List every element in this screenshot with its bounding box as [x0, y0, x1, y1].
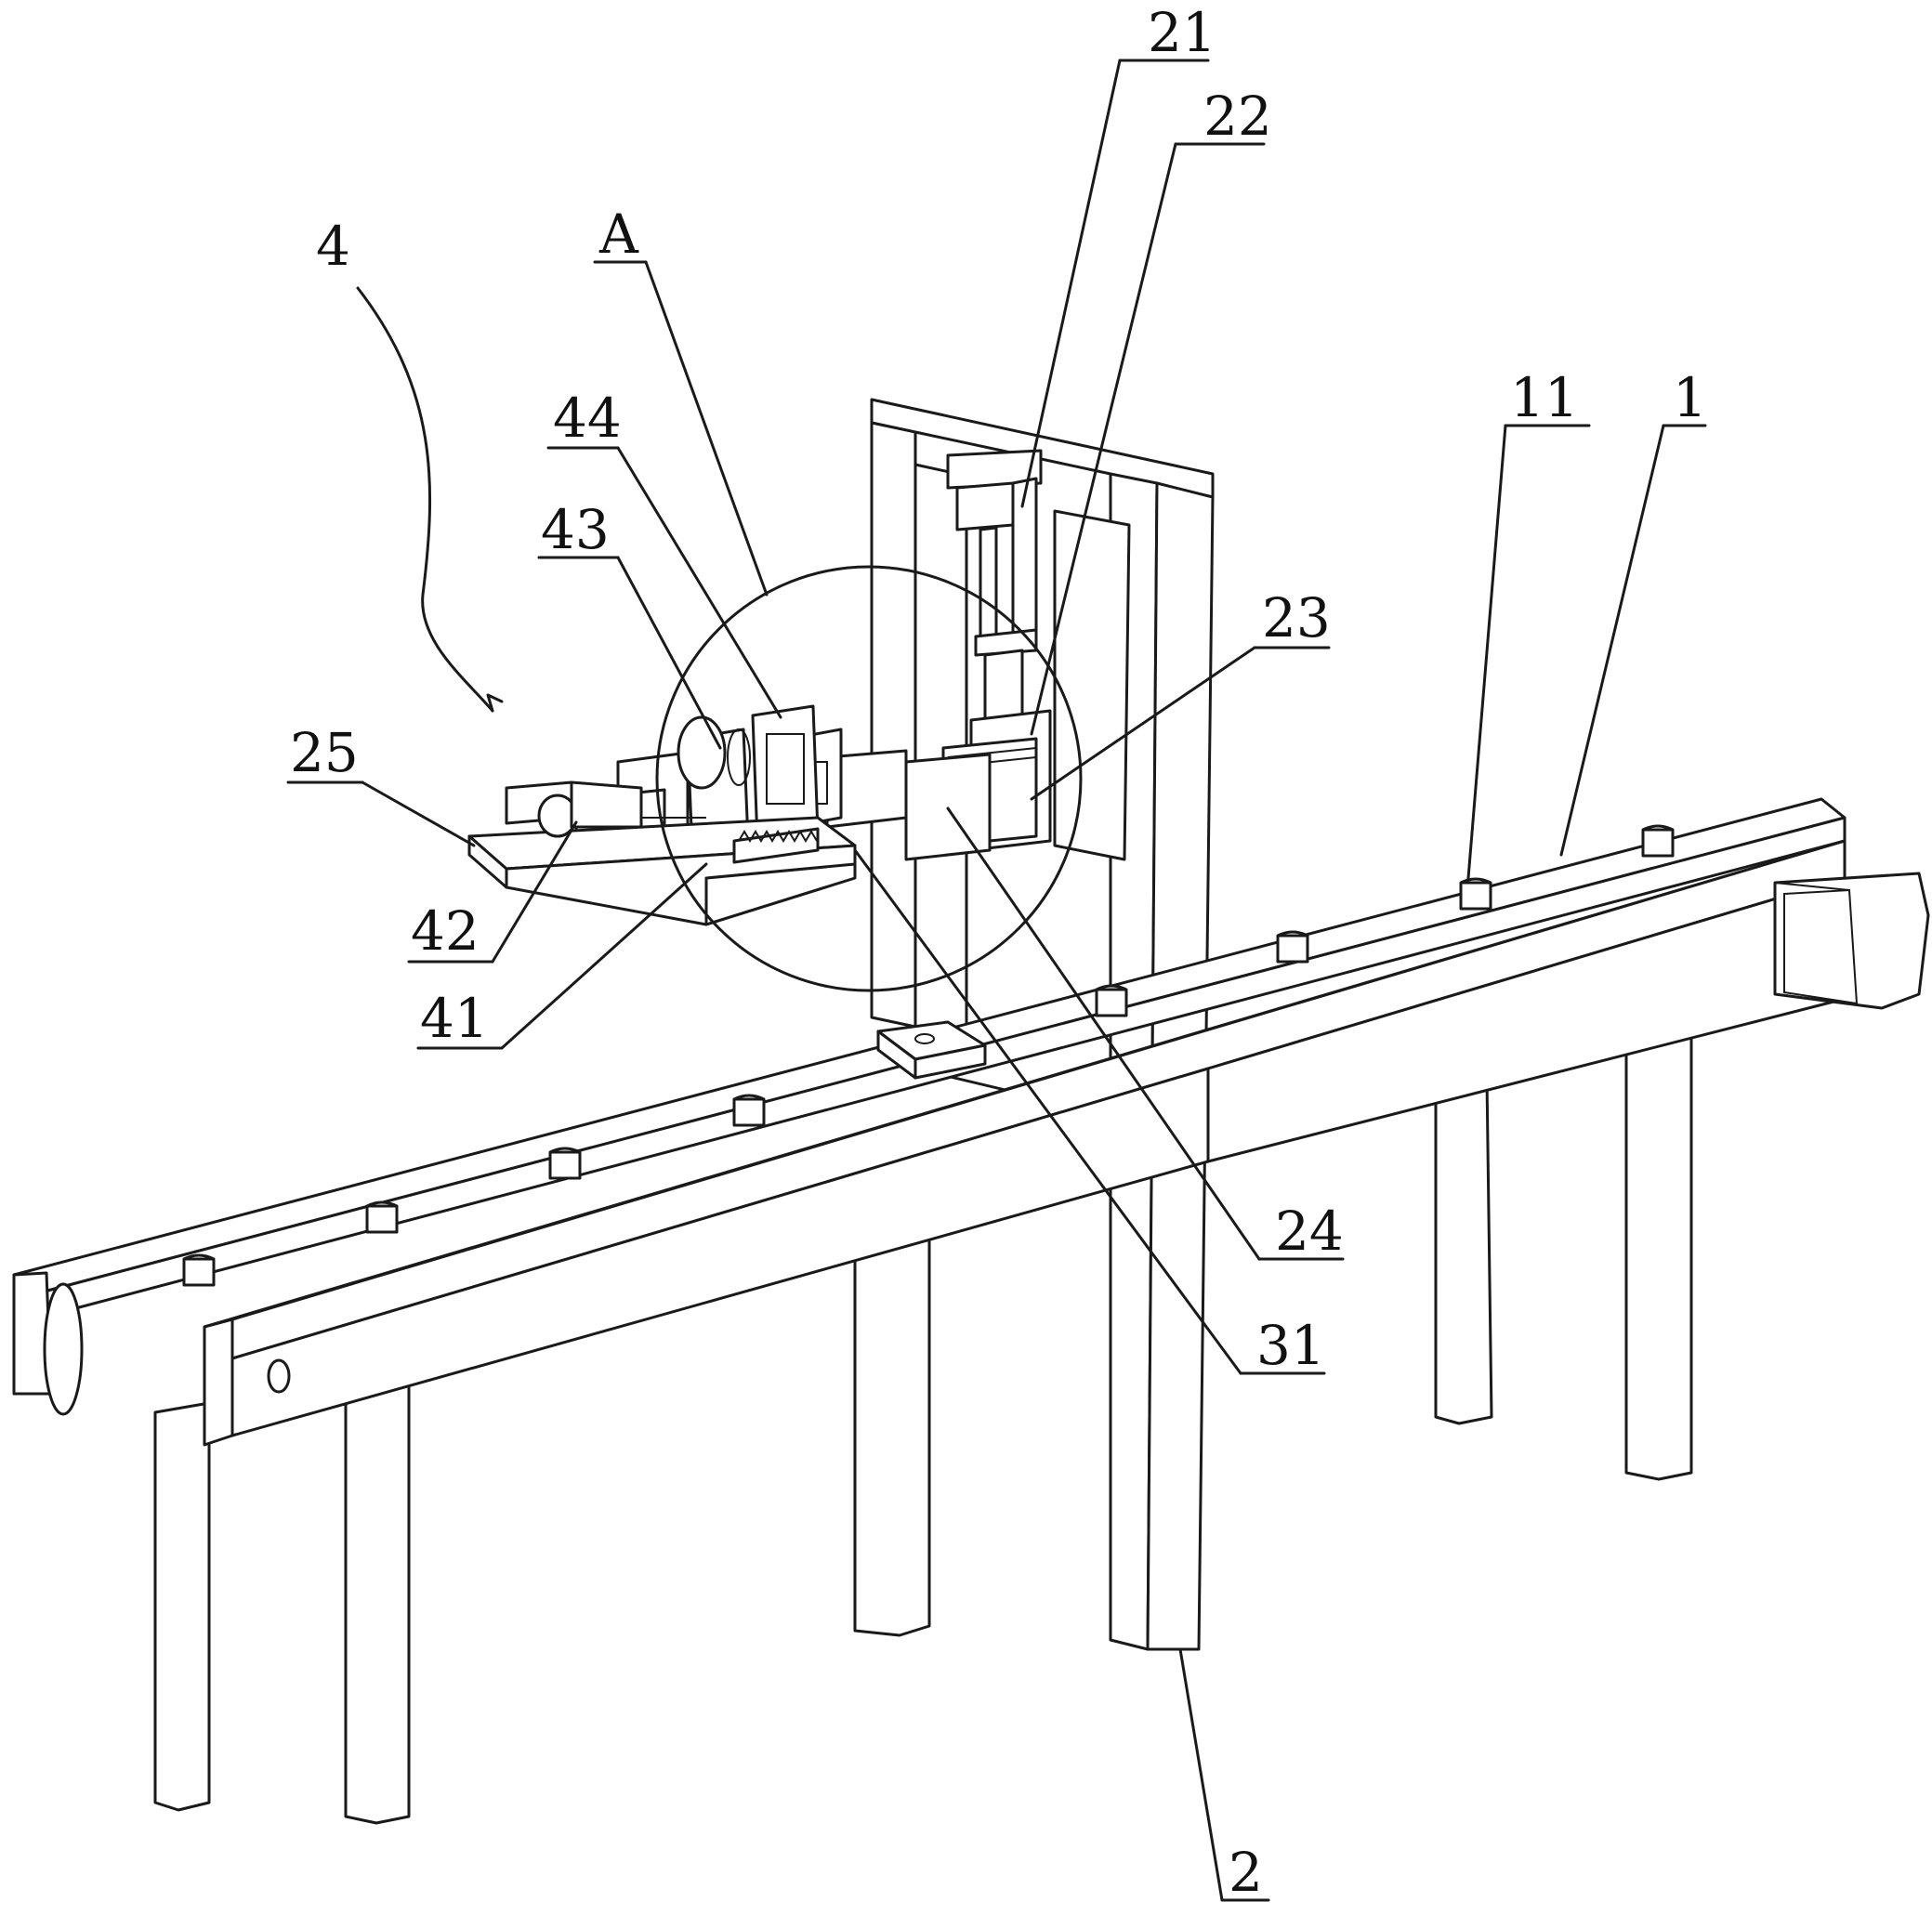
callout-1: 1 — [1673, 366, 1707, 429]
callout-23: 23 — [1262, 586, 1331, 649]
callout-labels: 21 22 A 4 44 43 11 1 23 25 42 41 24 31 2 — [290, 1, 1707, 1904]
callout-2: 2 — [1229, 1841, 1263, 1904]
callout-11: 11 — [1510, 366, 1579, 429]
callout-21: 21 — [1148, 1, 1216, 64]
callout-41: 41 — [420, 987, 489, 1050]
callout-4: 4 — [316, 215, 350, 278]
leader-lines — [286, 59, 1707, 1902]
callout-44: 44 — [553, 387, 622, 450]
callout-43: 43 — [541, 498, 610, 561]
callout-a: A — [598, 203, 639, 266]
conveyor-parts — [182, 824, 1675, 1287]
callout-24: 24 — [1275, 1200, 1344, 1263]
callout-42: 42 — [411, 899, 480, 963]
conveyor-motor — [1773, 872, 1930, 1010]
slide-base — [467, 780, 857, 926]
detail-circle-a — [655, 565, 1083, 992]
callout-31: 31 — [1256, 1314, 1325, 1377]
callout-25: 25 — [290, 721, 359, 784]
conveyor — [12, 797, 1847, 1447]
callout-22: 22 — [1203, 85, 1272, 148]
